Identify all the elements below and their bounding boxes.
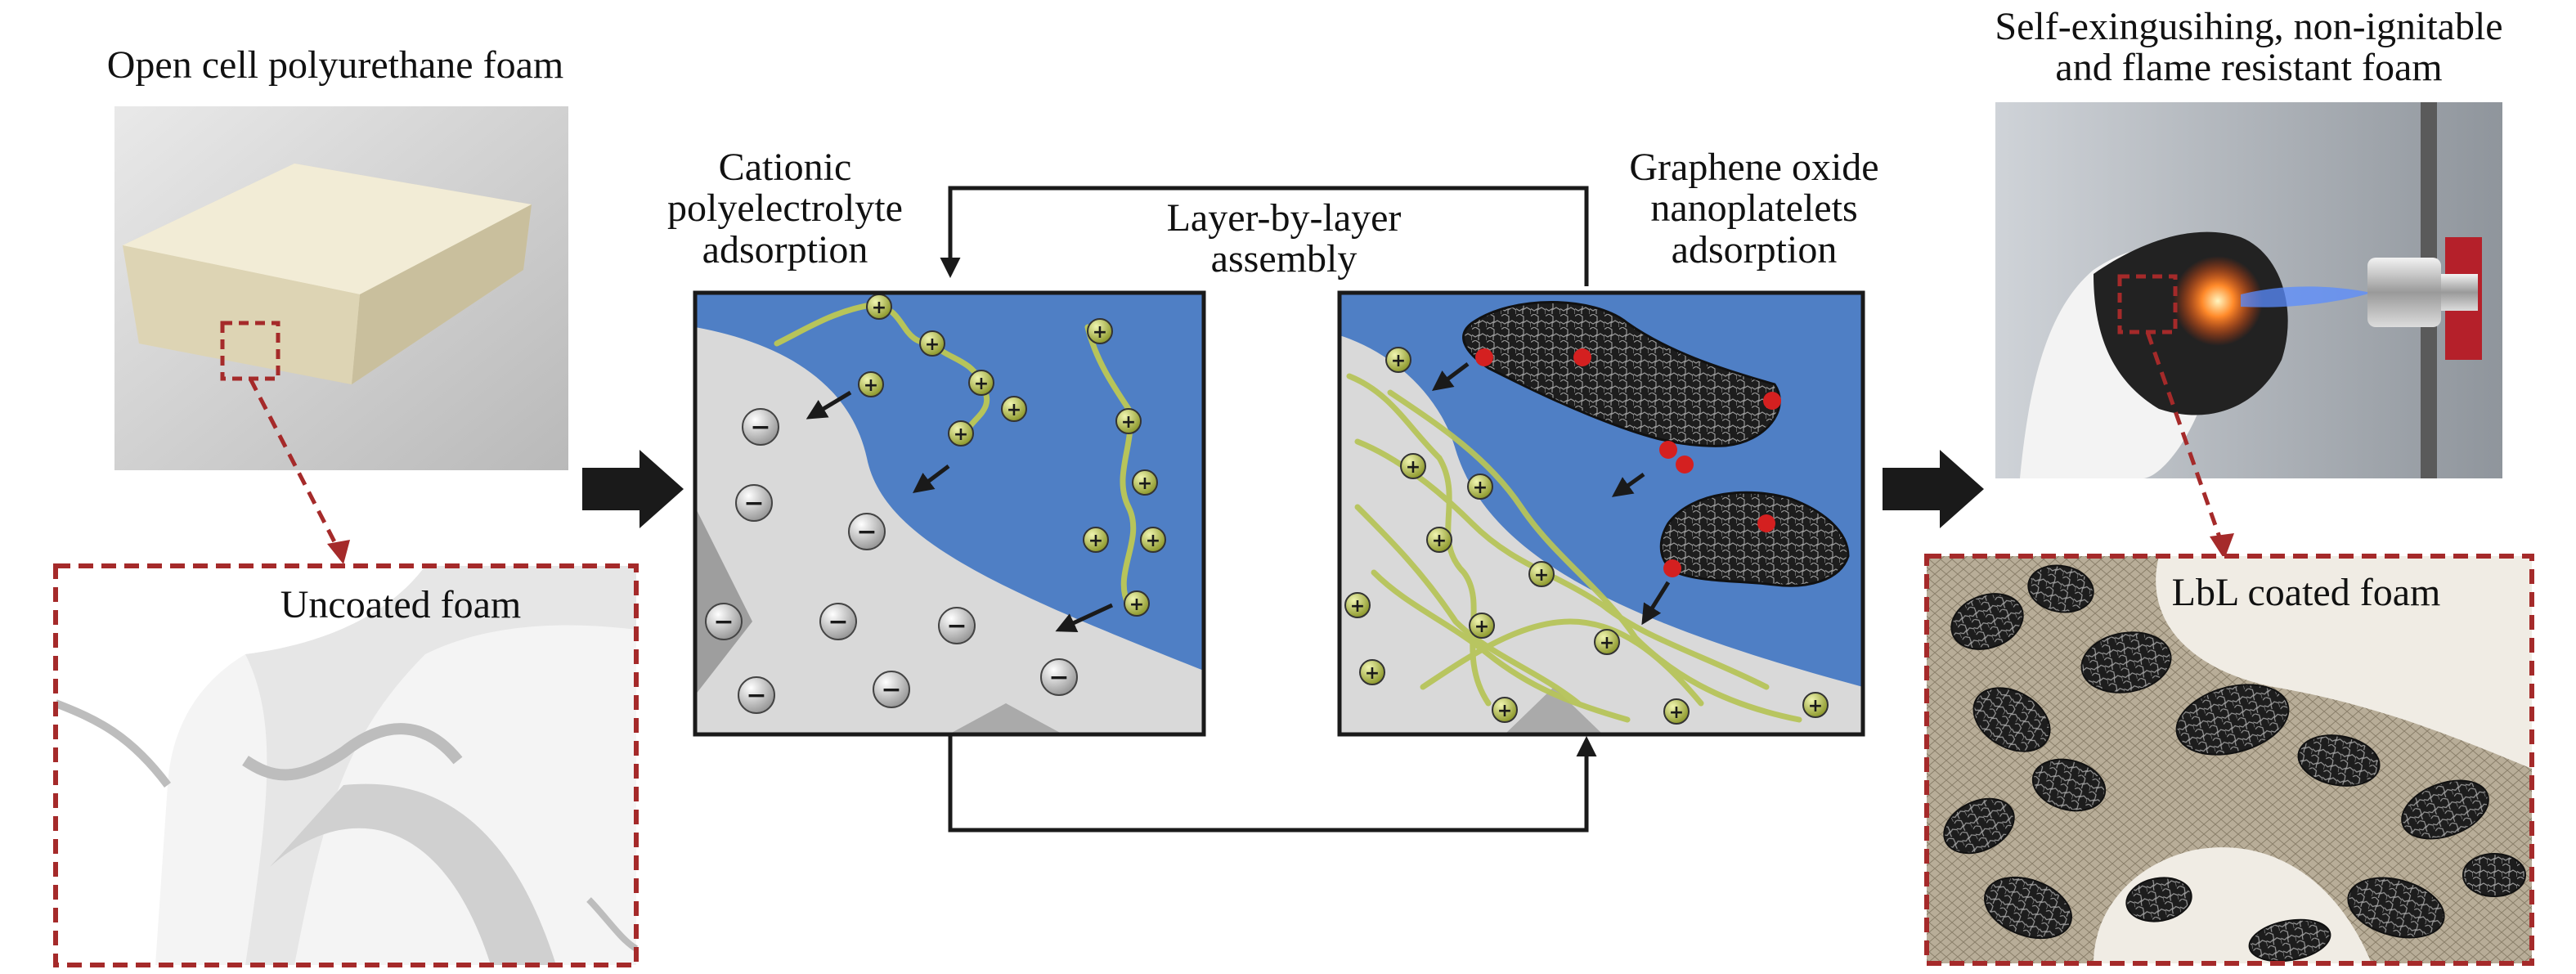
plus-sign: + [1473, 478, 1488, 498]
cationic-panel-border [693, 290, 1206, 737]
cationic-label: Cationic polyelectrolyte adsorption [646, 146, 924, 272]
lbl-assembly-label: Layer-by-layer assembly [1104, 196, 1464, 281]
plus-sign: + [1432, 531, 1447, 551]
uncoated-inset-border [53, 563, 639, 967]
go-line-1: Graphene oxide [1629, 146, 1879, 189]
plus-sign: + [1534, 565, 1549, 586]
plus-sign: + [974, 374, 989, 394]
plus-sign: + [1406, 457, 1420, 478]
foam-photo [114, 106, 568, 470]
coated-foam-inset [1927, 556, 2532, 963]
plus-sign: + [1007, 400, 1021, 420]
minus-sign: − [1048, 663, 1069, 692]
self-line-2: and flame resistant foam [2055, 46, 2443, 90]
plus-sign: + [954, 424, 968, 445]
plus-sign: + [925, 334, 940, 355]
plus-sign: + [872, 298, 886, 318]
process-arrow-right [1883, 450, 1984, 528]
flame-zoom-arrowhead [2210, 533, 2234, 559]
minus-sign: − [743, 489, 764, 518]
cation-beads [858, 294, 1166, 617]
plus-sign: + [1365, 663, 1380, 684]
plus-sign: + [1121, 412, 1136, 433]
foam-zoom-arrowhead [327, 540, 350, 564]
minus-sign: − [881, 676, 901, 704]
coated-inset-border [1924, 554, 2534, 966]
cationic-line-2: polyelectrolyte [667, 186, 903, 231]
graphene-oxide-panel [1340, 293, 1863, 734]
plus-sign: + [1350, 596, 1365, 617]
minus-sign: − [828, 608, 848, 636]
plus-sign: + [864, 375, 878, 396]
plus-sign: + [1600, 633, 1614, 653]
self-extinguishing-label: Self-exingusihing, non-ignitable and fla… [1938, 5, 2560, 90]
plus-sign: + [1808, 696, 1823, 716]
lbl-line-1: Layer-by-layer [1166, 196, 1402, 240]
plus-sign: + [1138, 474, 1152, 494]
plus-sign: + [1474, 617, 1489, 637]
flame-test-photo [1995, 102, 2502, 478]
uncoated-label: Uncoated foam [280, 583, 522, 626]
go-line-2: nanoplatelets [1650, 186, 1858, 231]
minus-sign: − [750, 413, 770, 442]
anion-beads [705, 408, 1078, 714]
plus-signs: + + + + + + + + + + + + + + + + + + + + … [864, 298, 1823, 723]
minus-sign: − [713, 608, 734, 636]
cationic-panel [695, 293, 1204, 734]
graphene-oxide-label: Graphene oxide nanoplatelets adsorption [1582, 146, 1926, 272]
graphene-panel-border [1337, 290, 1865, 737]
minus-sign: − [746, 681, 766, 710]
foam-title: Open cell polyurethane foam [106, 43, 564, 87]
minus-signs: − − − − − − − − − [713, 413, 1069, 710]
polyelectrolyte-beads [1344, 347, 1829, 725]
lbl-line-2: assembly [1210, 237, 1358, 281]
cationic-line-3: adsorption [702, 227, 868, 272]
uncoated-foam-inset [54, 566, 639, 965]
minus-sign: − [856, 518, 877, 546]
foam-zoom-line [248, 377, 344, 558]
plus-sign: + [1146, 531, 1160, 551]
plus-sign: + [1093, 322, 1107, 343]
lbl-cycle-loop [940, 186, 1597, 833]
flame-zoom-line [2145, 331, 2225, 547]
self-line-1: Self-exingusihing, non-ignitable [1995, 5, 2503, 48]
plus-sign: + [1669, 702, 1684, 723]
plus-sign: + [1497, 701, 1512, 721]
coated-label: LbL coated foam [2171, 571, 2441, 614]
go-line-3: adsorption [1671, 227, 1838, 272]
minus-sign: − [946, 612, 967, 640]
plus-sign: + [1129, 595, 1144, 615]
charge-signs: + + + + + + + + + + + + + + + + + + + + … [713, 298, 1823, 723]
process-arrow-left [582, 450, 684, 528]
oxygen-groups [1475, 348, 1781, 577]
cationic-line-1: Cationic [718, 146, 852, 189]
plus-sign: + [1391, 351, 1406, 371]
plus-sign: + [1088, 531, 1103, 551]
